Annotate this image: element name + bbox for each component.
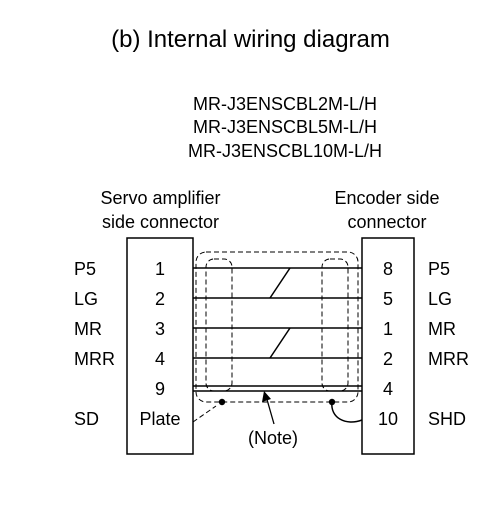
- shield-end-right: [321, 258, 349, 392]
- twist-mark: [269, 327, 291, 359]
- twist-mark: [269, 267, 291, 299]
- left-signal-label: MR: [74, 319, 102, 339]
- model-name: MR-J3ENSCBL5M-L/H: [192, 117, 378, 137]
- right-pin-number: 5: [382, 289, 393, 309]
- cable-shield: [192, 251, 359, 423]
- right-pin-number: 8: [382, 259, 393, 279]
- left-pin-number: Plate: [139, 409, 181, 429]
- left-pin-number: 3: [154, 319, 165, 339]
- left-pin-number: 1: [154, 259, 165, 279]
- right-signal-label: MR: [428, 319, 456, 339]
- model-name: MR-J3ENSCBL10M-L/H: [187, 141, 383, 161]
- right-pin-number: 10: [377, 409, 399, 429]
- right-pin-number: 1: [382, 319, 393, 339]
- encoder-connector-header: Encoder side: [334, 188, 440, 208]
- left-pin-number: 9: [154, 379, 165, 399]
- left-signal-label: P5: [74, 259, 97, 279]
- shield-outline: [195, 251, 359, 403]
- shield-junction-left: [218, 398, 226, 406]
- shield-junction-right: [328, 398, 336, 406]
- left-pin-number: 2: [154, 289, 165, 309]
- note-arrow-head: [262, 391, 271, 402]
- right-signal-label: SHD: [428, 409, 467, 429]
- right-signal-label: MRR: [428, 349, 469, 369]
- note-label: (Note): [248, 428, 299, 448]
- right-pin-number: 4: [382, 379, 393, 399]
- servo-amplifier-connector-box: [126, 237, 194, 455]
- servo-connector-header: Servo amplifier: [100, 188, 221, 208]
- twisted-pair-p5-lg: [193, 267, 362, 299]
- left-signal-label: MRR: [74, 349, 115, 369]
- encoder-connector-header: connector: [347, 212, 427, 232]
- left-pin-number: 4: [154, 349, 165, 369]
- right-signal-label: P5: [428, 259, 451, 279]
- left-signal-label: LG: [74, 289, 99, 309]
- model-name: MR-J3ENSCBL2M-L/H: [192, 94, 378, 114]
- right-signal-label: LG: [428, 289, 453, 309]
- servo-connector-header: side connector: [101, 212, 220, 232]
- encoder-connector-box: [361, 237, 415, 455]
- shield-drain-right: [331, 401, 363, 423]
- left-signal-label: SD: [74, 409, 100, 429]
- diagram-title: (b) Internal wiring diagram: [111, 26, 390, 53]
- twisted-pair-mr-mrr: [193, 327, 362, 359]
- note-arrow: [265, 395, 275, 425]
- shield-end-left: [205, 258, 233, 392]
- right-pin-number: 2: [382, 349, 393, 369]
- shield-drain-left: [192, 405, 217, 423]
- wire-pin9-pin4: [193, 385, 362, 392]
